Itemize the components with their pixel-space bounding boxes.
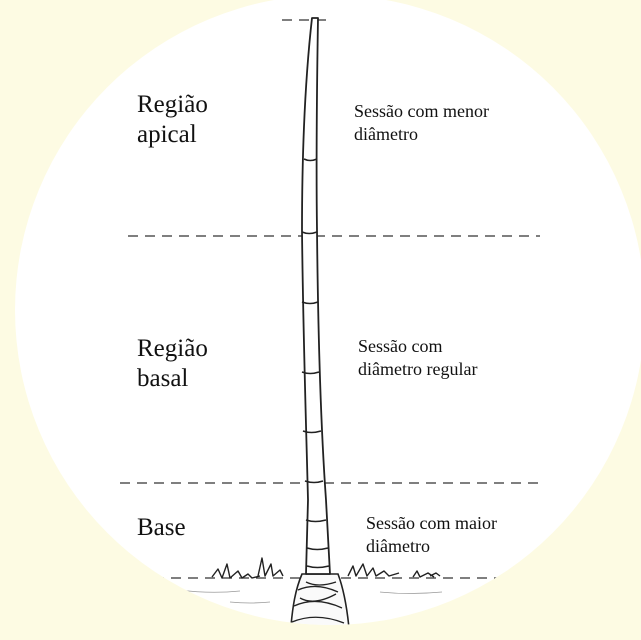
- region-label-basal: Região basal: [137, 335, 208, 392]
- background-circle: [15, 0, 641, 625]
- region-label-apical: Região apical: [137, 91, 208, 148]
- root-sheath-lines: [291, 581, 345, 624]
- description-base: Sessão com maior diâmetro: [366, 513, 497, 556]
- region-label-base: Base: [137, 514, 186, 541]
- bamboo-culm-icon: [301, 17, 331, 575]
- bamboo-nodes: [301, 158, 330, 569]
- grass-icon: [211, 557, 441, 579]
- description-apical: Sessão com menor diâmetro: [354, 101, 489, 144]
- description-basal: Sessão com diâmetro regular: [358, 336, 478, 379]
